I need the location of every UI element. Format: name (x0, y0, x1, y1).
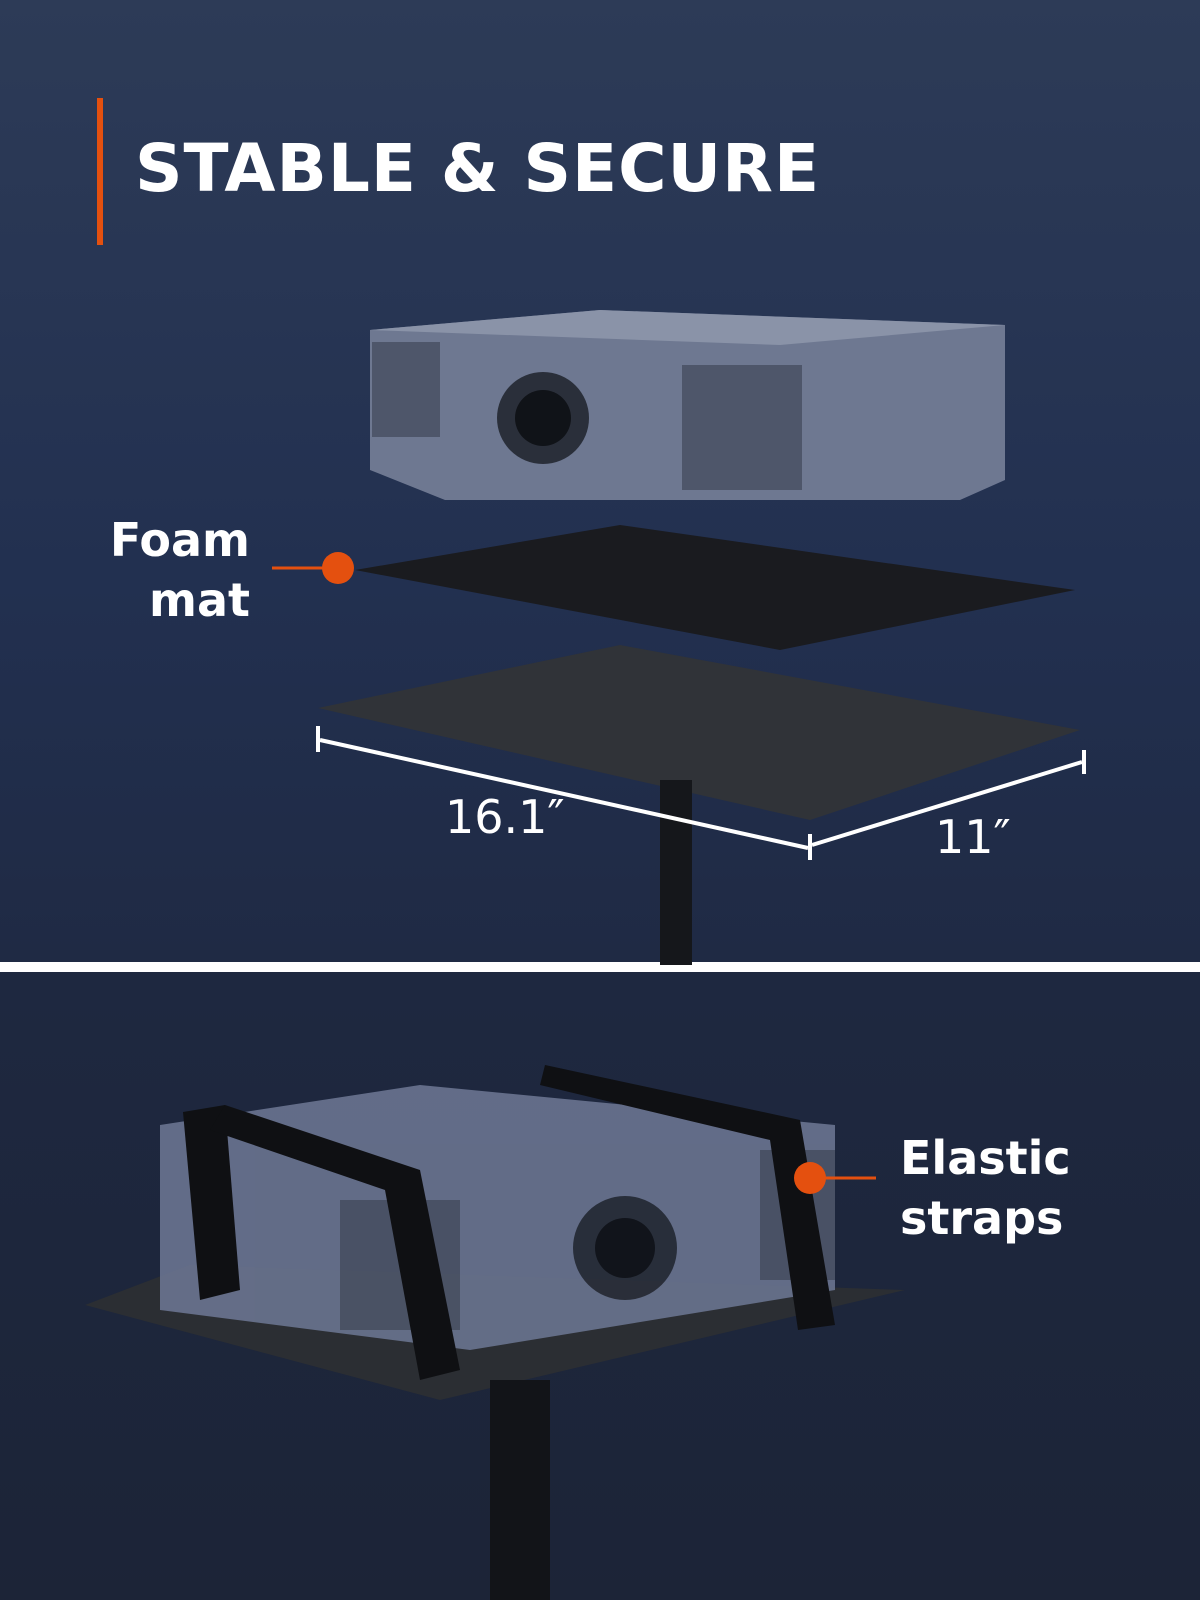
elastic-straps-label: Elastic straps (900, 1128, 1071, 1248)
depth-dimension: 11″ (935, 810, 1011, 864)
elastic-straps (183, 1065, 835, 1380)
page-title: STABLE & SECURE (135, 130, 821, 207)
tray-top (318, 645, 1080, 820)
foam-mat-dot (322, 552, 354, 584)
foam-mat-label: Foam mat (108, 510, 250, 630)
straps-dot (794, 1162, 826, 1194)
accent-bar (97, 98, 103, 245)
stand-pole (660, 780, 692, 965)
width-dimension: 16.1″ (445, 790, 565, 844)
foam-mat-label-line1: Foam (109, 513, 250, 567)
foam-mat (355, 525, 1075, 650)
stand-pole-bottom (490, 1380, 550, 1600)
foam-mat-label-line2: mat (149, 573, 250, 627)
dimension-arrows (316, 726, 1086, 860)
elastic-straps-label-line1: Elastic (900, 1131, 1071, 1185)
divider (0, 962, 1200, 972)
elastic-straps-label-line2: straps (900, 1191, 1064, 1245)
projector-top (370, 310, 1005, 500)
